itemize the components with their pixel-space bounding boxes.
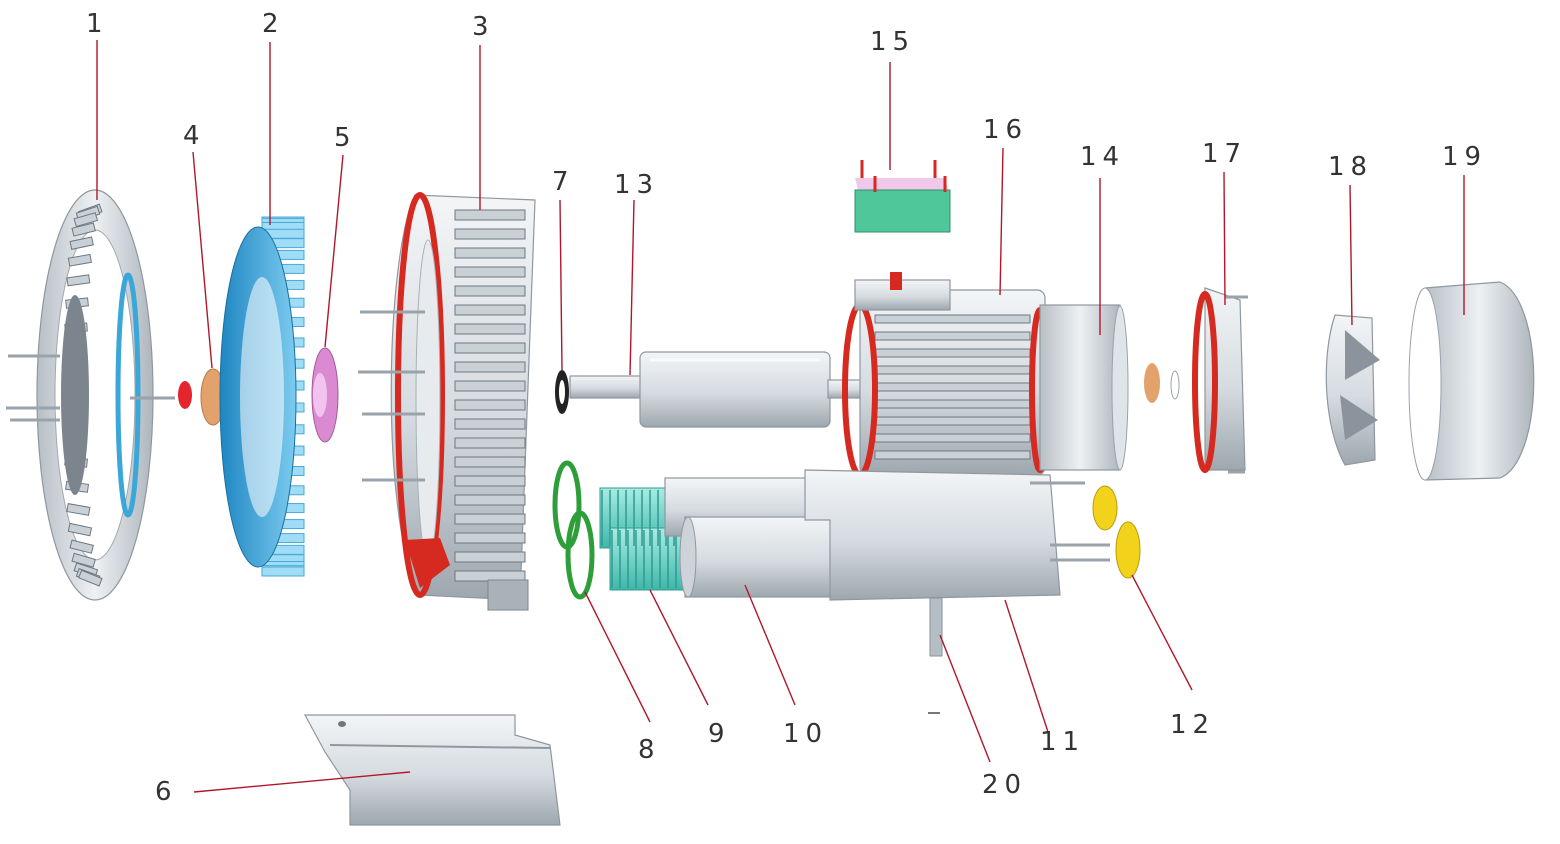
part-3-housing: [358, 192, 536, 611]
housing-fin: [454, 361, 526, 373]
label-11: 11: [1040, 727, 1085, 757]
cover-fin: [71, 222, 96, 237]
label-5: 5: [334, 123, 357, 153]
label-2: 2: [262, 9, 285, 39]
housing-fin: [454, 456, 526, 468]
label-3: 3: [472, 12, 495, 42]
part-7-seal: [555, 370, 569, 414]
part-2-impeller: [219, 216, 305, 577]
motor-fin: [874, 416, 1031, 426]
part-1-cover: [6, 189, 175, 601]
motor-fin: [874, 348, 1031, 358]
motor-fin: [874, 314, 1031, 324]
red-plug: [178, 381, 192, 409]
part-12-knobs: [1092, 485, 1141, 579]
part-number-labels: 1 2 3 4 5 6 7 8 9 10 11 12 13 14 15 16 1…: [86, 9, 1487, 807]
motor-fin: [874, 399, 1031, 409]
housing-fin: [454, 437, 526, 449]
motor-fin: [874, 450, 1031, 460]
label-8: 8: [638, 735, 661, 765]
housing-fin: [454, 209, 526, 221]
label-1: 1: [86, 9, 109, 39]
label-9: 9: [708, 719, 731, 749]
motor-fin: [874, 365, 1031, 375]
housing-fin: [454, 551, 526, 563]
part-20-pipe: [928, 597, 943, 714]
label-13: 13: [614, 170, 659, 200]
part-8-gaskets: [552, 460, 595, 600]
cover-fin: [73, 212, 99, 228]
label-14: 14: [1080, 142, 1125, 172]
part-15-terminal-box: [854, 160, 951, 233]
housing-fin: [454, 532, 526, 544]
housing-fin: [454, 266, 526, 278]
housing-fin: [454, 418, 526, 430]
label-15: 15: [870, 27, 915, 57]
motor-fin: [874, 331, 1031, 341]
cover-fin: [67, 253, 92, 267]
cover-fin: [71, 552, 96, 568]
cover-fin: [69, 539, 94, 554]
label-6: 6: [155, 777, 178, 807]
label-20: 20: [982, 770, 1027, 800]
impeller-blade: [261, 566, 305, 577]
part-6-base-plate: [303, 714, 561, 826]
housing-fin: [454, 342, 526, 354]
motor-fin: [874, 382, 1031, 392]
housing-fin: [454, 228, 526, 240]
label-10: 10: [783, 719, 828, 749]
cover-fin: [66, 503, 91, 516]
cover-fin: [69, 236, 94, 250]
part-11-silencer-housing: [804, 469, 1110, 601]
housing-fin: [454, 494, 526, 506]
label-4: 4: [183, 121, 206, 151]
label-16: 16: [983, 115, 1028, 145]
housing-fin: [454, 475, 526, 487]
part-19-fan-hood: [1408, 281, 1535, 481]
leader-lines: [96, 40, 1465, 793]
housing-fin: [454, 323, 526, 335]
housing-fin: [454, 247, 526, 259]
label-18: 18: [1328, 152, 1373, 182]
housing-fin: [454, 380, 526, 392]
part-14-end-cylinder: [1039, 304, 1129, 471]
part-18-cooling-fan: [1325, 314, 1380, 466]
cover-fin: [78, 569, 103, 587]
label-17: 17: [1202, 139, 1247, 169]
housing-fin: [454, 399, 526, 411]
part-5-hub: [311, 347, 339, 443]
housing-fin: [454, 304, 526, 316]
cover-fin: [66, 274, 91, 287]
cover-fin: [67, 522, 93, 537]
label-12: 12: [1170, 710, 1215, 740]
housing-fin: [454, 513, 526, 525]
motor-fin: [874, 433, 1031, 443]
part-10-silencer-tubes: [664, 477, 846, 598]
part-17-end-bracket: [1144, 287, 1248, 474]
label-19: 19: [1442, 142, 1487, 172]
part-13-rotor-shaft: [569, 351, 869, 428]
part-16-motor-body: [842, 272, 1051, 478]
housing-fin: [454, 285, 526, 297]
label-7: 7: [552, 167, 575, 197]
